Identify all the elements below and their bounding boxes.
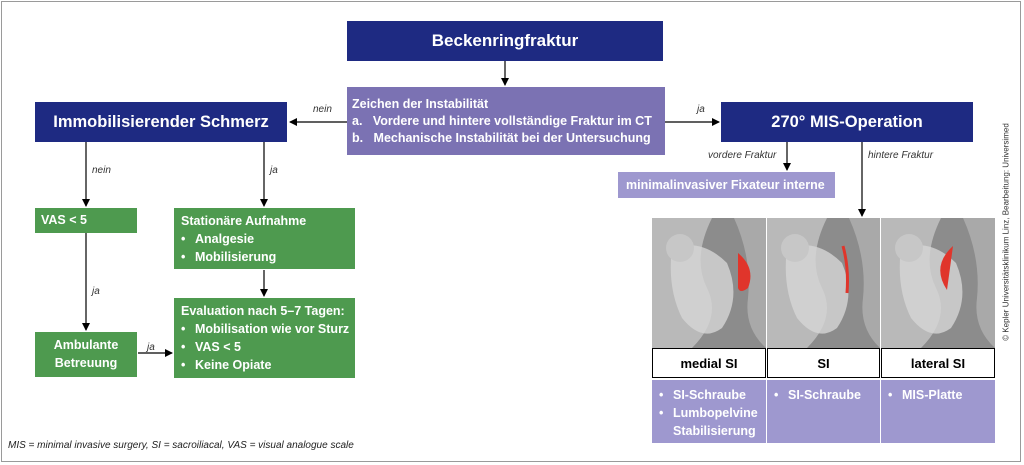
list-item: Keine Opiate — [181, 356, 355, 374]
list-item: VAS < 5 — [181, 338, 355, 356]
footnote: MIS = minimal invasive surgery, SI = sac… — [8, 440, 354, 451]
vas-node: VAS < 5 — [35, 208, 137, 233]
copyright-credit: © Kepler Universitätsklinikum Linz, Bear… — [1001, 123, 1011, 341]
evaluation-node: Evaluation nach 5–7 Tagen: Mobilisation … — [174, 298, 355, 378]
list-item: SI-Schraube — [774, 386, 880, 404]
procedure-box: MIS-Platte — [881, 380, 995, 443]
left-main-node: Immobilisierender Schmerz — [35, 102, 287, 142]
evaluation-title: Evaluation nach 5–7 Tagen: — [181, 304, 345, 318]
nein-label: nein — [313, 104, 332, 115]
list-item: Mobilisierung — [181, 248, 355, 266]
list-item: Analgesie — [181, 230, 355, 248]
vordere-fraktur-label: vordere Fraktur — [708, 150, 777, 161]
ja-label: ja — [270, 165, 278, 176]
stationaer-title: Stationäre Aufnahme — [181, 214, 307, 228]
list-item: Mobilisation wie vor Sturz — [181, 320, 355, 338]
list-item-text: Lumbopelvine Stabilisierung — [673, 406, 758, 438]
stationaer-node: Stationäre Aufnahme Analgesie Mobilisier… — [174, 208, 355, 269]
fixateur-node: minimalinvasiver Fixateur interne — [618, 172, 835, 198]
ambulant-node: Ambulante Betreuung — [35, 332, 137, 377]
procedure-box: SI-Schraube Lumbopelvine Stabilisierung — [652, 380, 766, 443]
hintere-fraktur-label: hintere Fraktur — [868, 150, 934, 161]
ja-label: ja — [92, 286, 100, 297]
list-item: MIS-Platte — [888, 386, 995, 404]
list-item: SI-Schraube — [659, 386, 766, 404]
nein-label: nein — [92, 165, 111, 176]
instability-criteria-node: Zeichen der Instabilität a. Vordere und … — [347, 87, 665, 155]
criteria-item: b. Mechanische Instabilität bei der Unte… — [352, 131, 651, 145]
right-main-node: 270° MIS-Operation — [721, 102, 973, 142]
list-item: Lumbopelvine Stabilisierung — [659, 404, 766, 440]
criteria-item: a. Vordere und hintere vollständige Frak… — [352, 114, 652, 128]
xray-image-si — [767, 218, 880, 348]
image-caption: lateral SI — [881, 348, 995, 378]
procedure-box: SI-Schraube — [767, 380, 880, 443]
top-node: Beckenringfraktur — [347, 21, 663, 61]
ja-label: ja — [697, 104, 705, 115]
xray-image-medial — [652, 218, 766, 348]
image-caption: SI — [767, 348, 880, 378]
image-caption: medial SI — [652, 348, 766, 378]
ja-label: ja — [147, 342, 155, 353]
criteria-title: Zeichen der Instabilität — [352, 97, 489, 111]
xray-image-lateral — [881, 218, 995, 348]
